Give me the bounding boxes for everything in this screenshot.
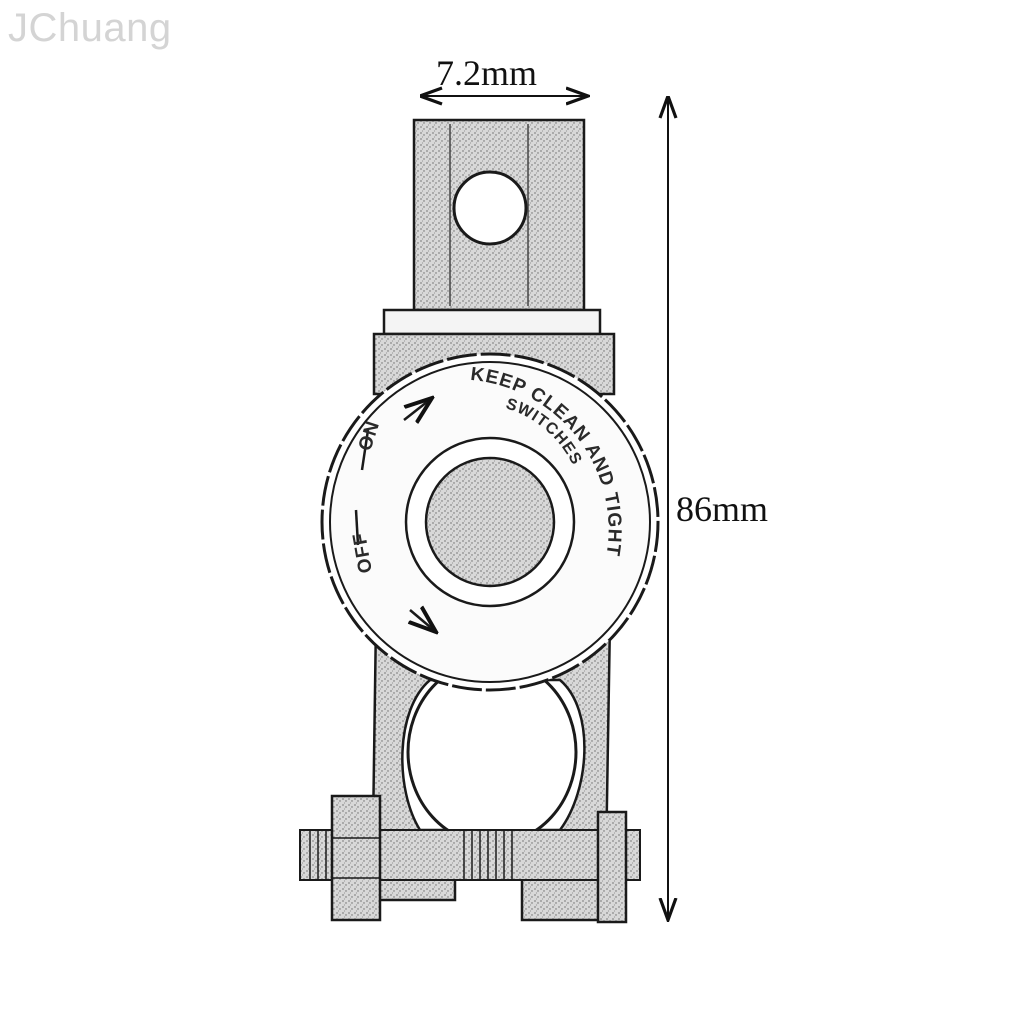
hex-nut-right [596,810,628,924]
off-marker [354,509,360,546]
top-post [412,118,586,312]
clamp-bolt [299,794,641,924]
off-arrow-icon [410,610,436,632]
height-dimension-label: 86mm [676,489,769,529]
knob-center-core [424,456,556,588]
on-arrow-icon [403,398,432,420]
hex-nut-left [330,794,382,922]
watermark: JChuang [8,6,172,50]
width-dimension-label: 7.2mm [436,53,538,93]
switch-knob: ON OFF KEEP CLEAN AND TIGHT SWITCHES [320,352,660,692]
washer-plate [382,308,602,336]
post-hole [452,170,528,246]
on-marker [360,429,370,471]
